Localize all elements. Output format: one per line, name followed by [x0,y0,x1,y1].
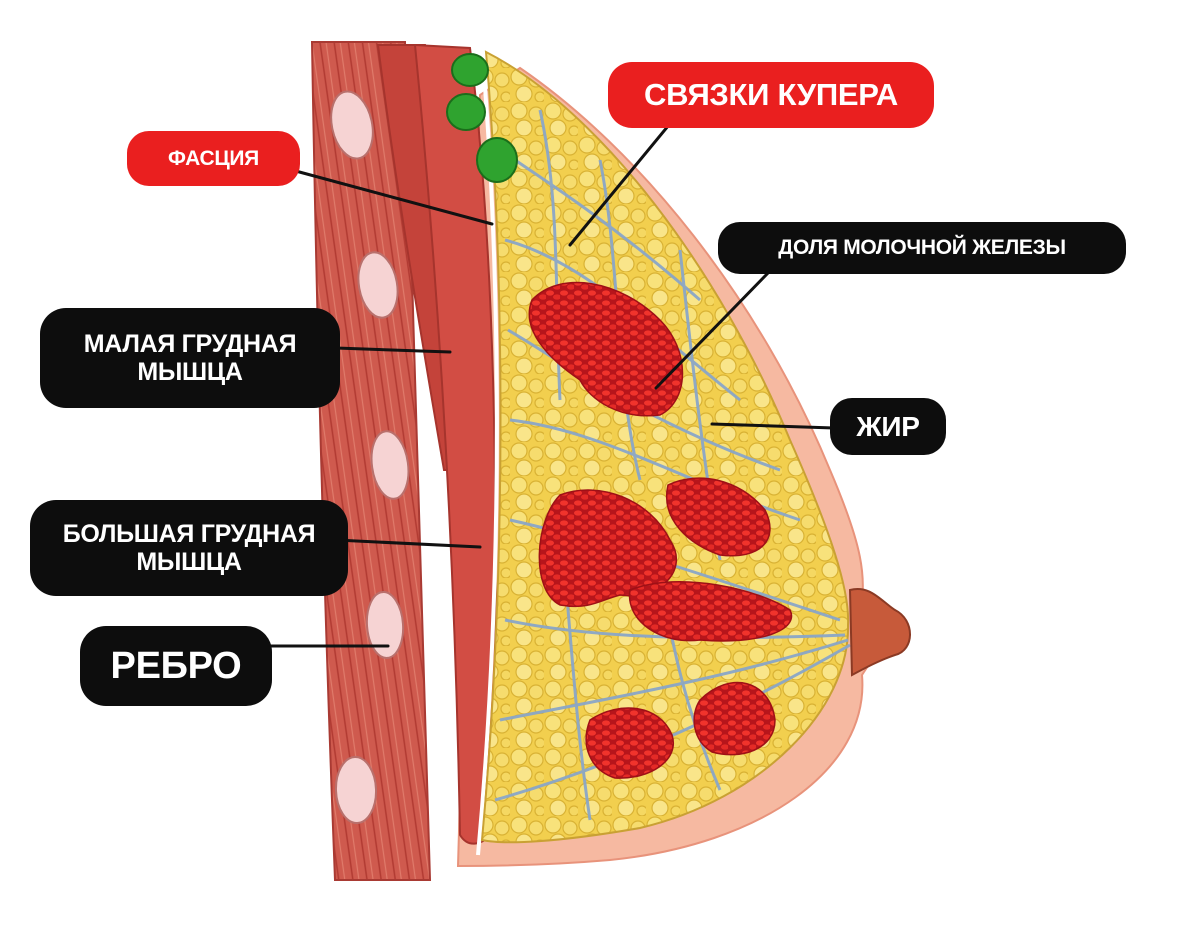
label-coopers-ligaments: СВЯЗКИ КУПЕРА [608,62,934,128]
label-gland-lobe: ДОЛЯ МОЛОЧНОЙ ЖЕЛЕЗЫ [718,222,1126,274]
gland-lobules [528,281,793,779]
label-pectoralis-minor: МАЛАЯ ГРУДНАЯ МЫШЦА [40,308,340,408]
ribs [330,90,410,824]
label-fascia: ФАСЦИЯ [127,131,300,186]
nipple [848,588,911,677]
label-fat: ЖИР [830,398,946,455]
label-rib: РЕБРО [80,626,272,706]
pectoralis-major [413,43,497,845]
leader-lines [266,118,836,648]
lymph-nodes [446,53,518,183]
label-pectoralis-major: БОЛЬШАЯ ГРУДНАЯ МЫШЦА [30,500,348,596]
